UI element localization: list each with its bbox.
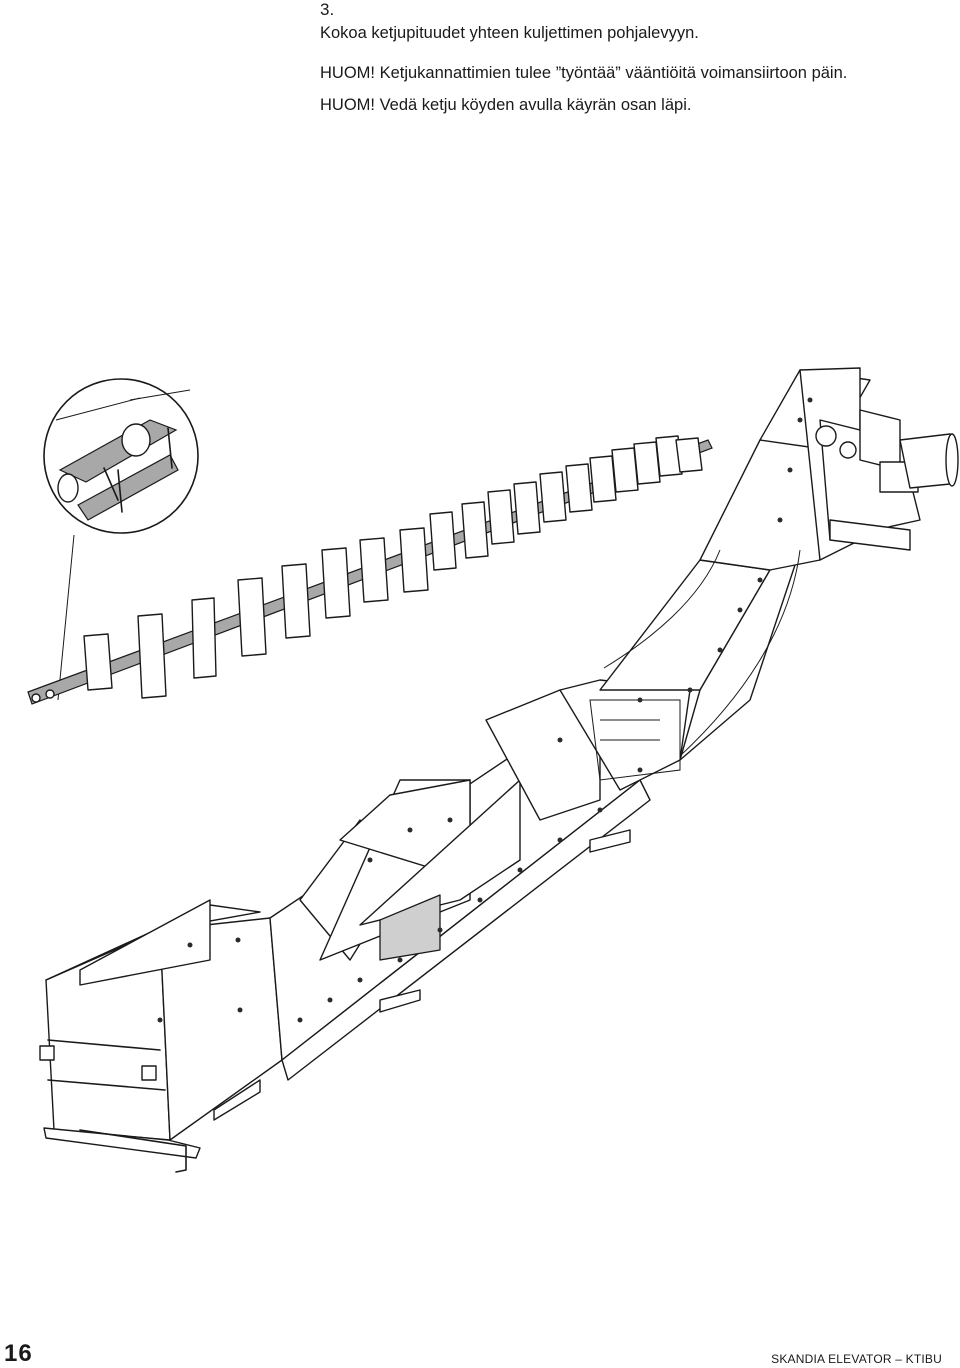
conveyor-straight-section <box>269 679 691 1081</box>
step-number: 3. <box>320 0 335 19</box>
chain-assembly <box>27 435 713 705</box>
support-feet <box>213 829 631 1121</box>
footer-brand: SKANDIA ELEVATOR – KTIBU <box>771 1352 942 1366</box>
instruction-note-pull-chain: HUOM! Vedä ketju köyden avulla käyrän os… <box>320 96 692 114</box>
instruction-assemble-chain: Kokoa ketjupituudet yhteen kuljettimen p… <box>320 24 699 42</box>
conveyor-drive-section <box>759 367 959 561</box>
conveyor-curve-section <box>599 419 821 761</box>
page-number: 16 <box>4 1340 33 1367</box>
instruction-note-chain-direction: HUOM! Ketjukannattimien tulee ”työntää” … <box>320 64 848 82</box>
chain-carrier-row <box>83 435 703 699</box>
conveyor-inlet-section <box>39 899 283 1173</box>
chain-detail-magnifier <box>43 378 199 701</box>
bolt-holes <box>157 397 813 1023</box>
